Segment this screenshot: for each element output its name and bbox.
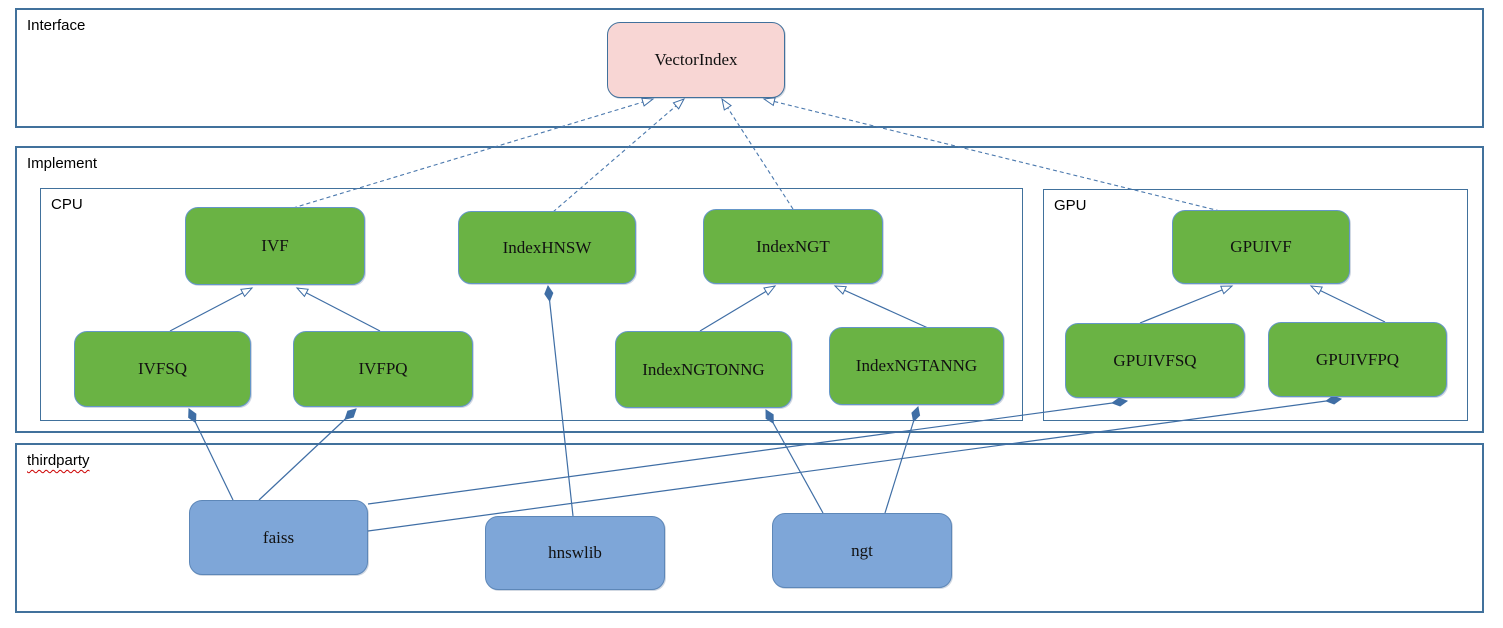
node-gpuivf[interactable]: GPUIVF [1172, 210, 1350, 284]
group-interface-label: Interface [27, 17, 86, 34]
edge-faiss-ivfsq[interactable] [189, 409, 234, 501]
node-ivfpq-label: IVFPQ [358, 359, 408, 378]
edge-ivfpq-ivf[interactable] [295, 287, 381, 332]
node-hnswlib[interactable]: hnswlib [485, 516, 665, 590]
node-gpuivfsq[interactable]: GPUIVFSQ [1065, 323, 1245, 398]
edge-indexngt-vectorindex[interactable] [721, 97, 794, 210]
node-ivfsq[interactable]: IVFSQ [74, 331, 251, 407]
edge-gpuivfpq-gpuivf[interactable] [1309, 285, 1386, 323]
edge-gpuivfsq-gpuivf[interactable] [1139, 285, 1234, 324]
node-indexhnsw[interactable]: IndexHNSW [458, 211, 636, 284]
group-cpu-label: CPU [51, 196, 83, 213]
node-gpuivf-label: GPUIVF [1230, 237, 1292, 256]
node-hnswlib-label: hnswlib [548, 543, 602, 562]
node-ivfpq[interactable]: IVFPQ [293, 331, 473, 407]
node-vectorindex-label: VectorIndex [654, 50, 738, 69]
edge-indexhnsw-vectorindex[interactable] [552, 98, 686, 213]
node-indexngtanng[interactable]: IndexNGTANNG [829, 327, 1004, 405]
group-gpu-label: GPU [1054, 197, 1087, 214]
node-gpuivfpq-label: GPUIVFPQ [1315, 349, 1400, 369]
group-interface[interactable]: Interface [15, 8, 1484, 128]
node-ngt[interactable]: ngt [772, 513, 952, 588]
edge-indexngtanng-indexngt[interactable] [833, 285, 929, 329]
group-implement-label: Implement [27, 155, 98, 172]
node-indexngt-label: IndexNGT [756, 236, 830, 256]
node-indexngtonng[interactable]: IndexNGTONNG [615, 331, 792, 408]
edge-ngt-indexngtonng[interactable] [765, 410, 824, 514]
edge-indexngtonng-indexngt[interactable] [699, 285, 777, 332]
node-indexhnsw-label: IndexHNSW [502, 237, 592, 257]
edge-ngt-indexngtanng[interactable] [884, 407, 918, 514]
group-cpu[interactable]: CPU [40, 188, 1023, 421]
edge-faiss-gpuivfpq[interactable] [367, 399, 1341, 532]
node-gpuivfsq-label: GPUIVFSQ [1113, 350, 1197, 370]
node-ngt-label: ngt [851, 540, 873, 560]
node-indexngt[interactable]: IndexNGT [703, 209, 883, 284]
node-faiss-label: faiss [262, 527, 295, 547]
group-thirdparty-label: thirdparty [27, 452, 90, 469]
edge-faiss-gpuivfsq[interactable] [367, 401, 1127, 505]
group-gpu[interactable]: GPU [1043, 189, 1468, 421]
group-implement[interactable]: Implement [15, 146, 1484, 433]
node-ivf-label: IVF [261, 236, 289, 255]
edge-faiss-ivfpq[interactable] [258, 409, 356, 501]
group-thirdparty[interactable]: thirdparty [15, 443, 1484, 613]
node-indexngtanng-label: IndexNGTANNG [855, 356, 978, 375]
node-ivf[interactable]: IVF [185, 207, 365, 285]
node-gpuivfpq[interactable]: GPUIVFPQ [1268, 322, 1447, 397]
node-ivfsq-label: IVFSQ [137, 359, 188, 378]
edge-hnswlib-indexhnsw[interactable] [548, 286, 574, 517]
edge-ivfsq-ivf[interactable] [169, 287, 254, 332]
node-faiss[interactable]: faiss [189, 500, 368, 575]
edge-gpuivf-vectorindex[interactable] [762, 97, 1221, 212]
node-indexngtonng-label: IndexNGTONNG [642, 359, 765, 379]
node-vectorindex[interactable]: VectorIndex [607, 22, 785, 98]
